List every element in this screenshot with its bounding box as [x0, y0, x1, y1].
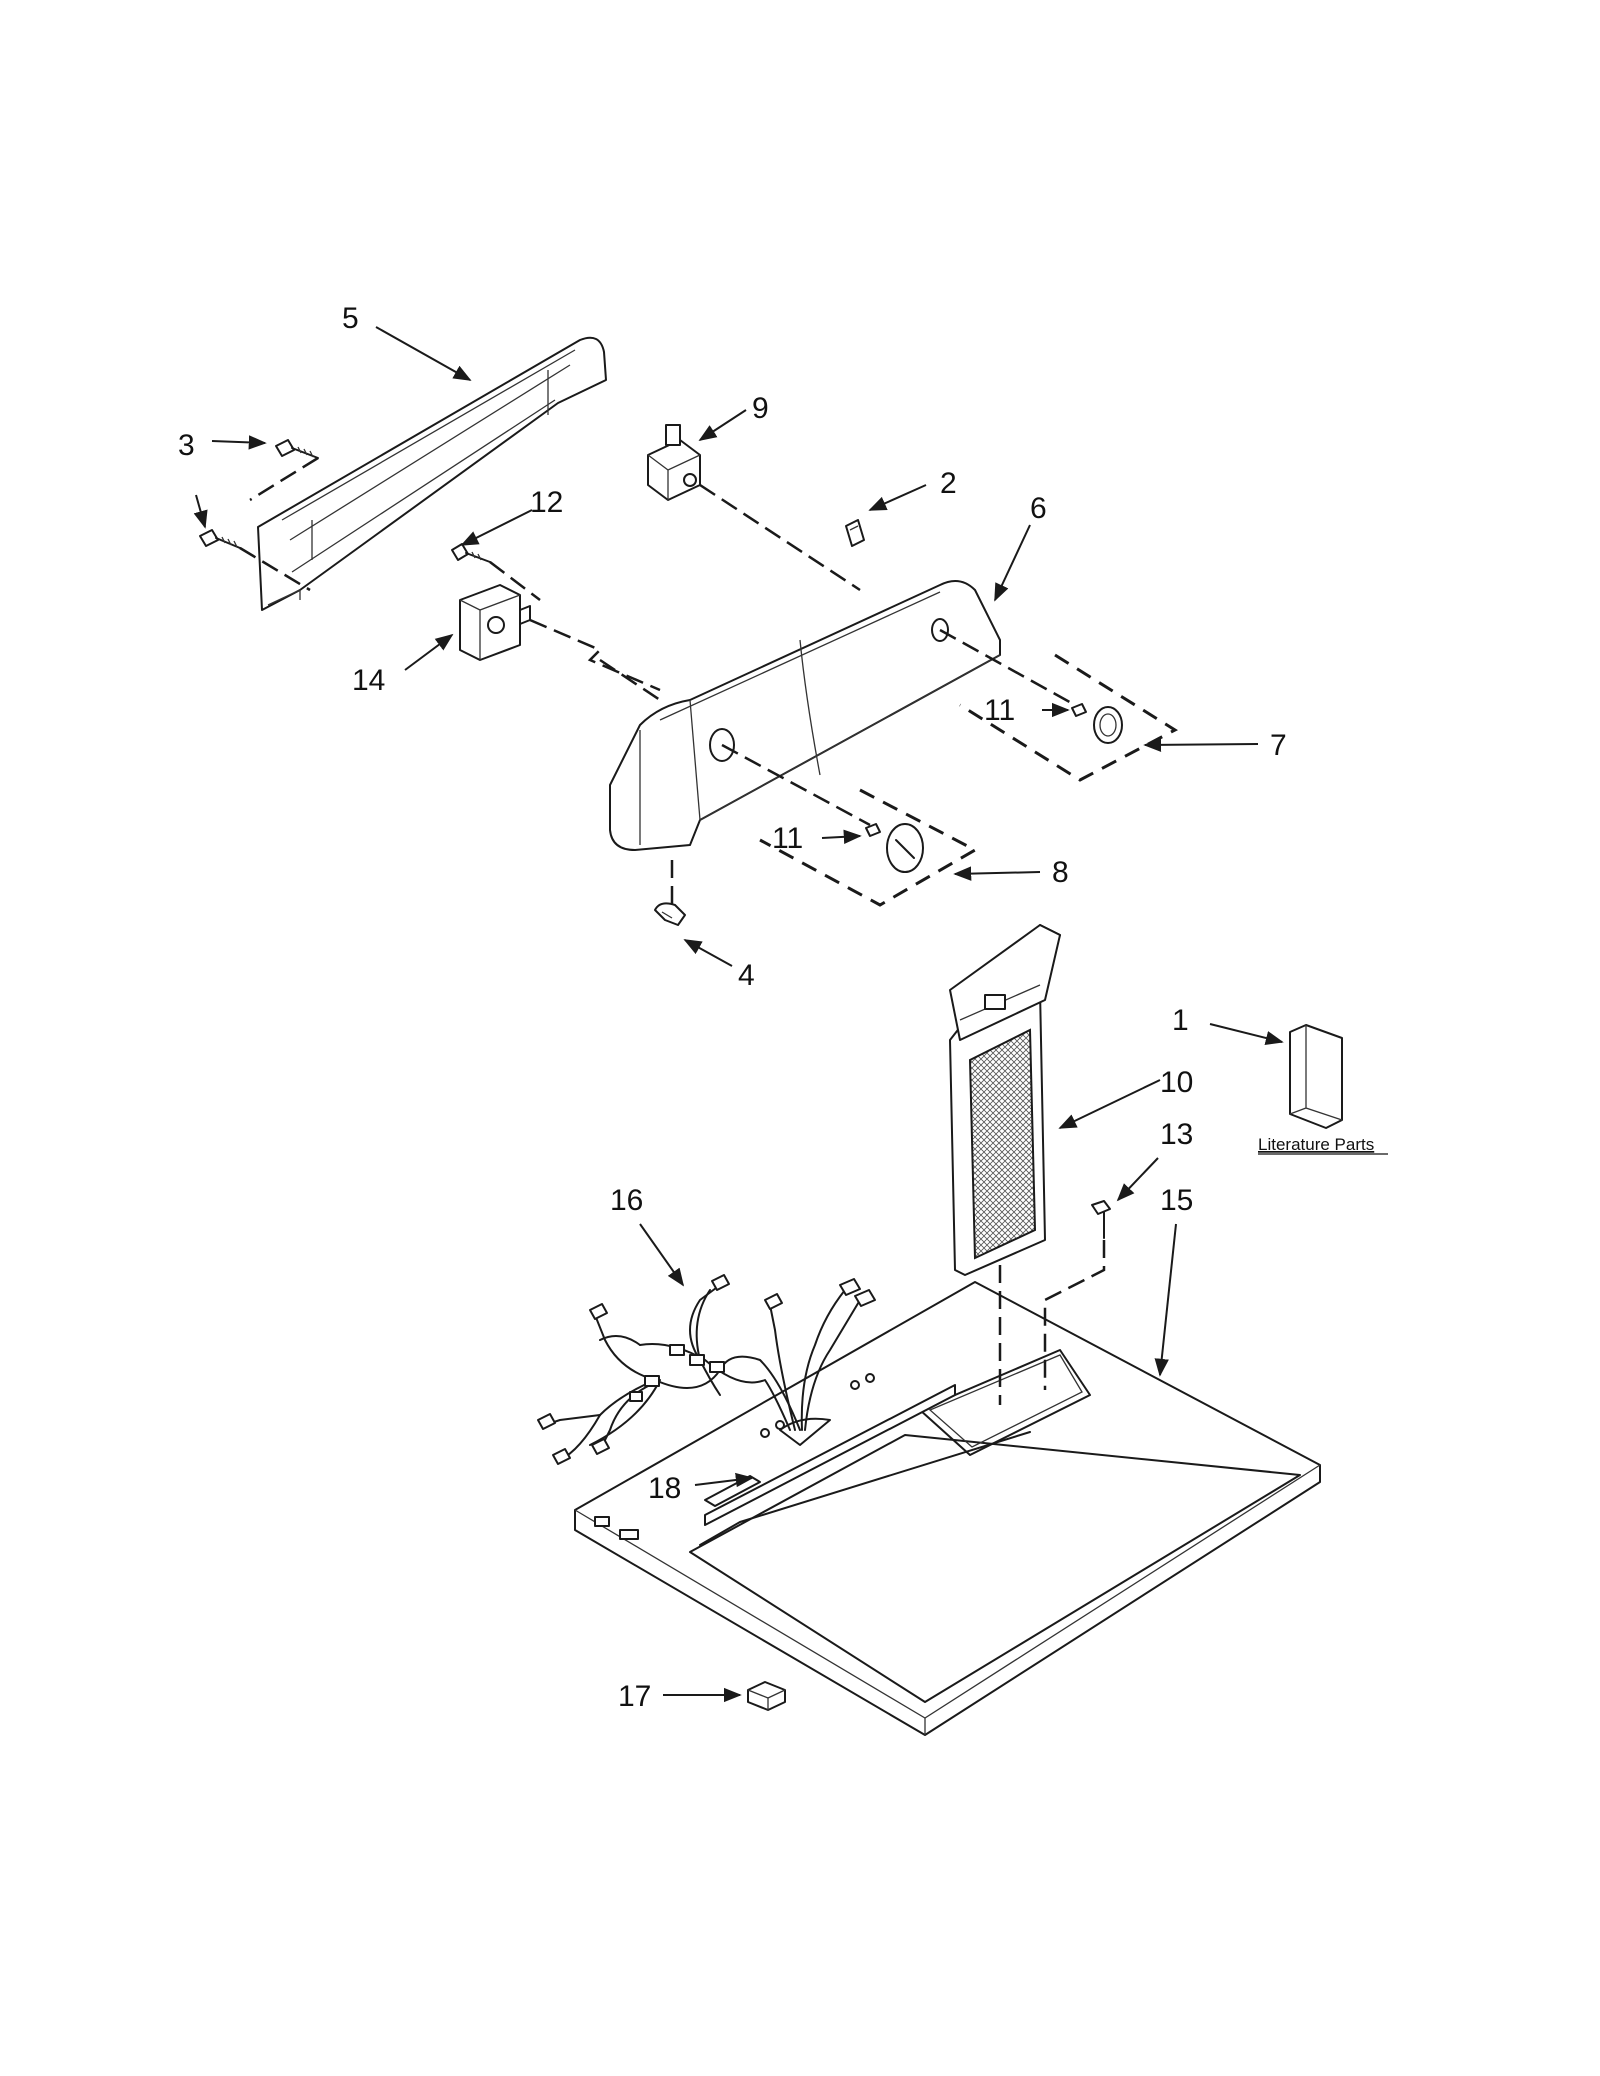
callout-10: 10: [1160, 1066, 1193, 1099]
kit-box-part-8: [759, 788, 979, 907]
wire-harness-part-16: [537, 1274, 876, 1465]
timer-part-14: [459, 584, 531, 661]
screw-part-3b: [199, 529, 241, 549]
callout-labels: 5 3 9 2 12 6 14 11 7 11 8 4 1 10 13 15 1…: [178, 302, 1388, 1713]
pad-part-17: [747, 1681, 786, 1711]
console-rear-panel: [257, 336, 607, 611]
lint-filter-part-10: [949, 924, 1061, 1276]
callout-5: 5: [342, 302, 359, 335]
top-panel-part-15: [574, 1281, 1321, 1736]
callout-6: 6: [1030, 492, 1047, 525]
callout-16: 16: [610, 1184, 643, 1217]
knob-part-7: [1071, 703, 1123, 744]
bracket-part-4: [654, 902, 686, 926]
callout-18: 18: [648, 1472, 681, 1505]
screw-part-13: [1091, 1200, 1111, 1239]
callout-3: 3: [178, 429, 195, 462]
console-part-6: [609, 580, 1001, 851]
callout-15: 15: [1160, 1184, 1193, 1217]
clip-part-2: [845, 519, 865, 547]
leader-arrows: [193, 326, 1284, 1703]
callout-9: 9: [752, 392, 769, 425]
callout-17: 17: [618, 1680, 651, 1713]
callout-4: 4: [738, 959, 755, 992]
kit-box-part-7: [959, 653, 1179, 782]
callout-12: 12: [530, 486, 563, 519]
callout-11-lower: 11: [772, 822, 803, 855]
callout-7: 7: [1270, 729, 1287, 762]
callout-13: 13: [1160, 1118, 1193, 1151]
callout-2: 2: [940, 467, 957, 500]
callout-14: 14: [352, 664, 385, 697]
literature-parts-label: Literature Parts: [1258, 1135, 1374, 1154]
switch-part-9: [647, 424, 701, 501]
callout-8: 8: [1052, 856, 1069, 889]
screw-part-3a: [275, 439, 319, 459]
callout-1: 1: [1172, 1004, 1189, 1037]
callout-11-upper: 11: [984, 694, 1015, 727]
literature-part-1: [1289, 1024, 1343, 1129]
assembly-lines-upper: [239, 456, 1076, 905]
screw-part-12: [451, 543, 491, 563]
knob-part-8: [865, 823, 924, 873]
assembly-lines-lower: [998, 1240, 1106, 1405]
